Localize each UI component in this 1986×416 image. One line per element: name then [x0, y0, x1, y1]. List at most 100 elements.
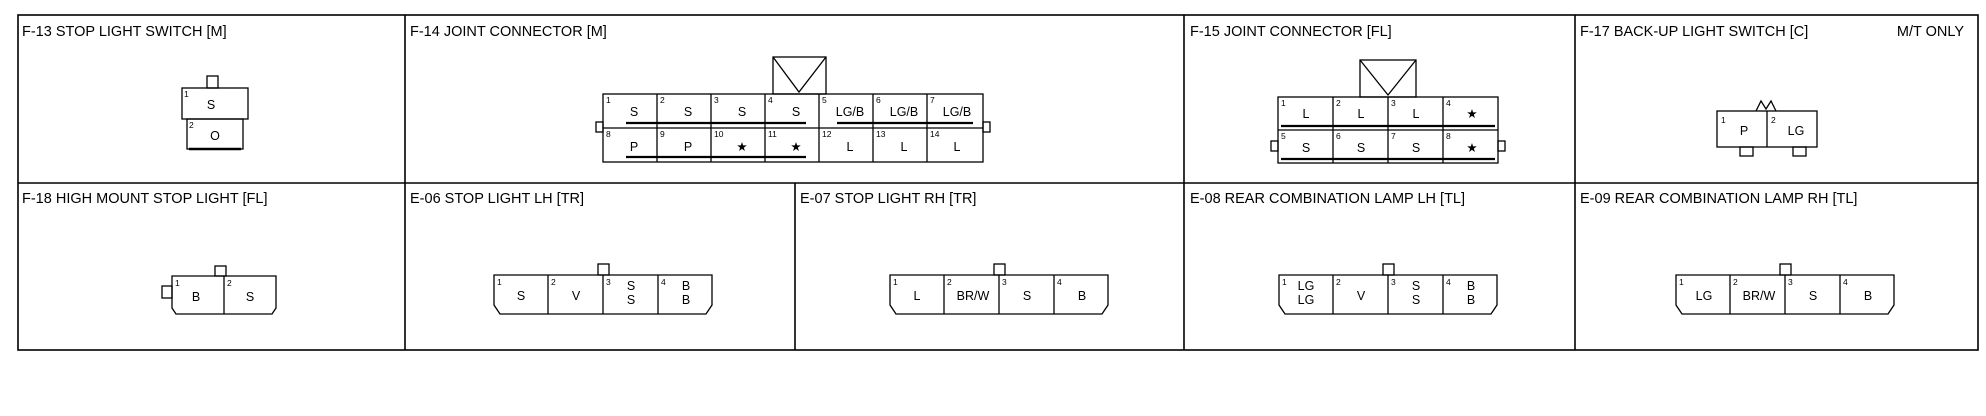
pin-number: 6 — [876, 95, 881, 105]
pin-label: BR/W — [1743, 289, 1776, 303]
pin-label: S — [207, 98, 215, 112]
pin-label: S — [738, 105, 746, 119]
pin-label: LG — [1788, 124, 1805, 138]
connector-e06 — [493, 263, 713, 315]
pin-label: B — [1467, 279, 1475, 293]
pin-label: LG/B — [836, 105, 865, 119]
pin-number: 3 — [606, 277, 611, 287]
pin-label: P — [630, 140, 638, 154]
pin-number: 2 — [947, 277, 952, 287]
pin-number: 2 — [1733, 277, 1738, 287]
star-marker: ★ — [1466, 141, 1477, 155]
pin-number: 7 — [930, 95, 935, 105]
pin-number: 9 — [660, 129, 665, 139]
pin-label: S — [1023, 289, 1031, 303]
pin-number: 11 — [768, 129, 777, 139]
pin-number: 12 — [822, 129, 832, 139]
pin-number: 2 — [227, 278, 232, 288]
star-marker: ★ — [736, 140, 747, 154]
panel-title: F-13 STOP LIGHT SWITCH [M] — [22, 24, 227, 40]
pin-label-2: S — [1412, 293, 1420, 307]
pin-number: 1 — [497, 277, 502, 287]
pin-label: L — [954, 140, 961, 154]
pin-number: 2 — [1771, 115, 1776, 125]
pin-label: P — [684, 140, 692, 154]
pin-number: 1 — [1679, 277, 1684, 287]
panel-e07: E-07 STOP LIGHT RH [TR] 1 L 2 BR/W 3 S 4… — [800, 191, 1109, 315]
connector-e08 — [1278, 263, 1498, 315]
pin-label: V — [1357, 289, 1366, 303]
pin-number: 4 — [1446, 277, 1451, 287]
panel-title: E-07 STOP LIGHT RH [TR] — [800, 191, 976, 207]
panel-f15: F-15 JOINT CONNECTOR [FL] 1 L 2 L 3 L 4 … — [1190, 24, 1506, 164]
pin-label: L — [847, 140, 854, 154]
pin-number: 2 — [1336, 98, 1341, 108]
pin-label: S — [627, 279, 635, 293]
pin-label: B — [682, 279, 690, 293]
pin-label-2: S — [627, 293, 635, 307]
connector-f18 — [161, 265, 277, 315]
panel-title: E-06 STOP LIGHT LH [TR] — [410, 191, 584, 207]
pin-number: 1 — [893, 277, 898, 287]
pin-number: 3 — [1002, 277, 1007, 287]
pin-number: 3 — [714, 95, 719, 105]
pin-label: S — [630, 105, 638, 119]
pin-label: O — [210, 129, 220, 143]
connector-f15 — [1270, 59, 1506, 164]
pin-label: B — [1864, 289, 1872, 303]
pin-label: LG/B — [943, 105, 972, 119]
panel-e09: E-09 REAR COMBINATION LAMP RH [TL] 1 LG … — [1580, 191, 1895, 315]
pin-label-2: LG — [1298, 293, 1315, 307]
panel-title: F-14 JOINT CONNECTOR [M] — [410, 24, 607, 40]
connector-f13 — [181, 75, 249, 151]
pin-label: S — [246, 290, 254, 304]
pin-number: 3 — [1788, 277, 1793, 287]
mt-only-note: M/T ONLY — [1897, 24, 1964, 40]
panel-title: F-18 HIGH MOUNT STOP LIGHT [FL] — [22, 191, 267, 207]
pin-label: LG/B — [890, 105, 919, 119]
pin-label: L — [1358, 107, 1365, 121]
pin-number: 4 — [661, 277, 666, 287]
pin-number: 5 — [822, 95, 827, 105]
pin-label: S — [1809, 289, 1817, 303]
pin-label-2: B — [682, 293, 690, 307]
connector-f14 — [595, 56, 991, 163]
pin-label: S — [1412, 141, 1420, 155]
pin-number: 1 — [175, 278, 180, 288]
pin-label: L — [901, 140, 908, 154]
panel-title: E-09 REAR COMBINATION LAMP RH [TL] — [1580, 191, 1857, 207]
pin-label: S — [684, 105, 692, 119]
pin-label: S — [517, 289, 525, 303]
connector-f17 — [1716, 99, 1818, 157]
panel-title: E-08 REAR COMBINATION LAMP LH [TL] — [1190, 191, 1465, 207]
pin-number: 1 — [606, 95, 611, 105]
panel-e06: E-06 STOP LIGHT LH [TR] 1 S 2 V 3 S S 4 … — [410, 191, 713, 315]
panel-title: F-17 BACK-UP LIGHT SWITCH [C] — [1580, 24, 1808, 40]
connector-e07 — [889, 263, 1109, 315]
pin-number: 1 — [1281, 98, 1286, 108]
connector-e09 — [1675, 263, 1895, 315]
panel-f18: F-18 HIGH MOUNT STOP LIGHT [FL] 1 B 2 S — [22, 191, 277, 315]
star-marker: ★ — [1466, 107, 1477, 121]
star-marker: ★ — [790, 140, 801, 154]
pin-label: L — [914, 289, 921, 303]
panel-f14: F-14 JOINT CONNECTOR [M] 1 S 2 S 3 S 4 S — [410, 24, 991, 163]
pin-number: 3 — [1391, 98, 1396, 108]
pin-label: S — [1412, 279, 1420, 293]
pin-label: S — [1357, 141, 1365, 155]
pin-label: B — [192, 290, 200, 304]
pin-number: 1 — [1282, 277, 1287, 287]
pin-number: 7 — [1391, 131, 1396, 141]
pin-number: 4 — [768, 95, 773, 105]
pin-label-2: B — [1467, 293, 1475, 307]
pin-label: S — [1302, 141, 1310, 155]
panel-grid — [17, 14, 1979, 351]
pin-number: 10 — [714, 129, 724, 139]
pin-number: 1 — [184, 89, 189, 99]
pin-number: 4 — [1446, 98, 1451, 108]
pin-label: S — [792, 105, 800, 119]
pin-number: 2 — [1336, 277, 1341, 287]
pin-number: 2 — [551, 277, 556, 287]
pin-number: 8 — [1446, 131, 1451, 141]
